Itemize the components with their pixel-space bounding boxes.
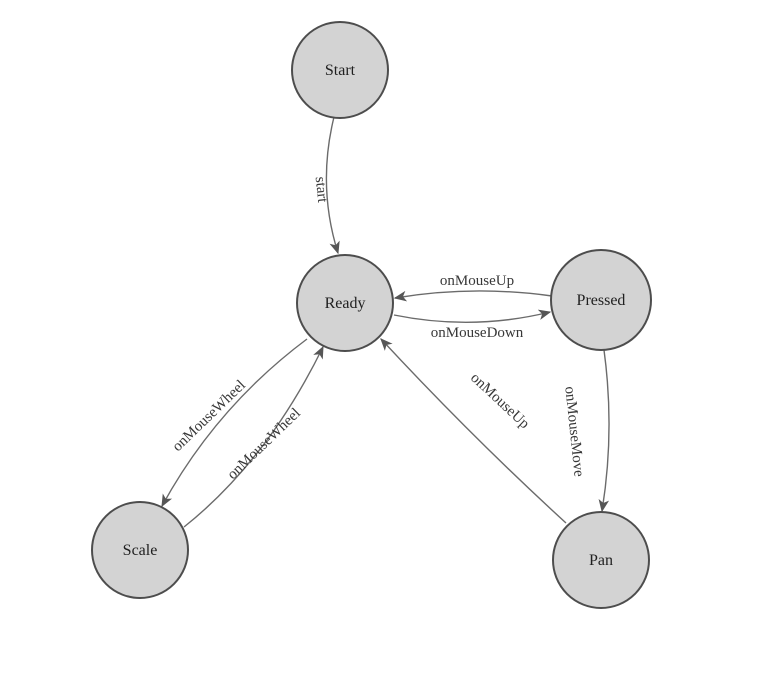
edge-pan-to-ready: onMouseUp xyxy=(380,338,567,524)
state-node-ready[interactable]: Ready xyxy=(296,254,394,352)
edge-label: onMouseWheel xyxy=(170,377,249,454)
node-label: Pressed xyxy=(577,292,626,309)
edge-path xyxy=(393,290,553,302)
edge-path xyxy=(161,338,308,508)
state-node-scale[interactable]: Scale xyxy=(91,501,189,599)
node-circle[interactable] xyxy=(291,21,389,119)
edge-path xyxy=(380,338,567,524)
edge-scale-to-ready: onMouseWheel xyxy=(183,345,324,528)
node-label: Pan xyxy=(589,552,613,569)
state-node-pan[interactable]: Pan xyxy=(552,511,650,609)
edge-label: onMouseUp xyxy=(467,370,532,432)
edge-path xyxy=(598,349,610,513)
edge-path xyxy=(183,345,324,528)
state-node-start[interactable]: Start xyxy=(291,21,389,119)
state-node-pressed[interactable]: Pressed xyxy=(550,249,652,351)
edge-label: onMouseUp xyxy=(440,273,514,289)
node-circle[interactable] xyxy=(296,254,394,352)
edge-pressed-to-ready: onMouseUp xyxy=(393,273,553,302)
node-label: Scale xyxy=(123,542,158,559)
edge-label: start xyxy=(312,176,331,204)
edge-label: onMouseDown xyxy=(431,325,524,341)
edge-start-to-ready: start xyxy=(312,116,340,255)
node-label: Ready xyxy=(325,295,366,312)
node-circle[interactable] xyxy=(552,511,650,609)
edge-label: onMouseWheel xyxy=(225,405,304,482)
edge-ready-to-pressed: onMouseDown xyxy=(393,309,552,341)
edge-path xyxy=(393,309,552,324)
edge-path xyxy=(325,116,340,255)
node-label: Start xyxy=(325,62,356,79)
edge-pressed-to-pan: onMouseMove xyxy=(561,349,610,513)
edge-label: onMouseMove xyxy=(561,386,586,478)
node-circle[interactable] xyxy=(550,249,652,351)
node-circle[interactable] xyxy=(91,501,189,599)
